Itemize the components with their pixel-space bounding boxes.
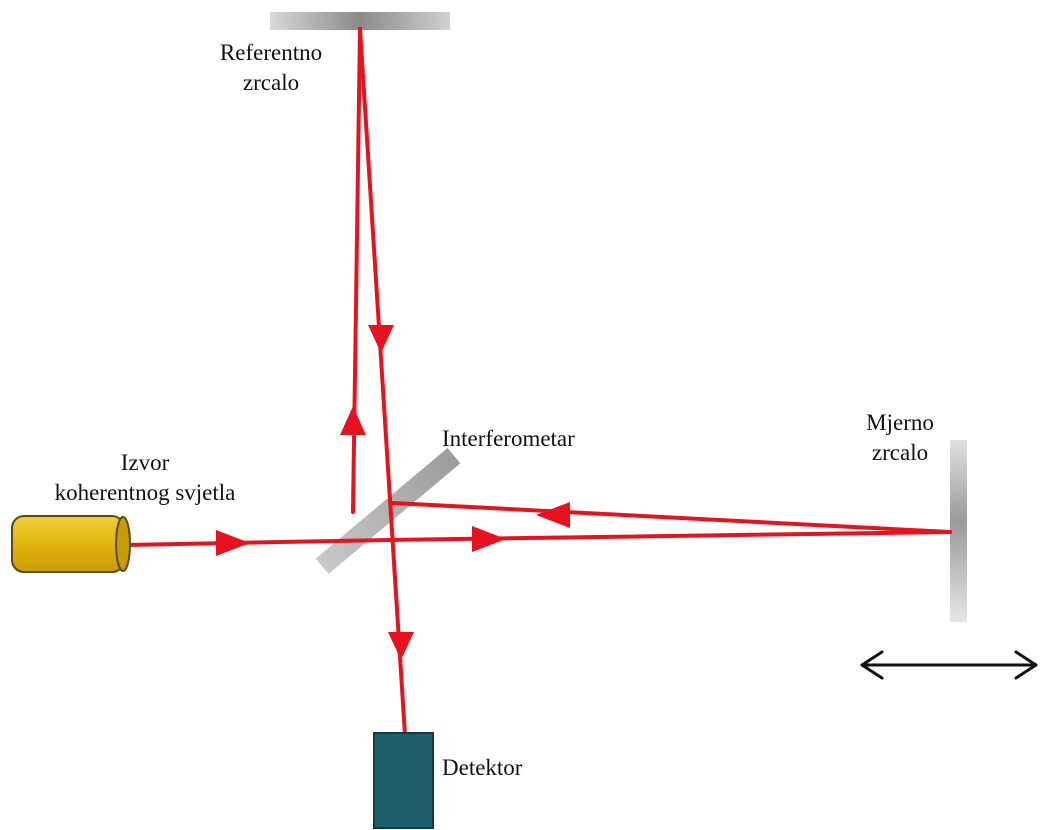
light-beams (123, 27, 952, 737)
interferometer-label: Interferometar (442, 426, 575, 451)
reference-mirror (270, 12, 450, 30)
reference-mirror-label: Referentno zrcalo (196, 38, 346, 98)
light-source-label-line2: koherentnog svjetla (54, 480, 236, 505)
beam-direction-arrows (216, 325, 570, 660)
beam-measuring-mirror-return (391, 501, 952, 534)
detector-label: Detektor (442, 755, 523, 780)
arrow-right-icon (216, 530, 250, 556)
double-arrow-horizontal-icon (860, 650, 1038, 680)
arrow-down-icon (368, 325, 394, 353)
measuring-mirror-label: Mjerno zrcalo (848, 408, 952, 468)
arrow-right-icon (472, 526, 506, 552)
beam-source-to-splitter (123, 538, 390, 547)
measuring-mirror (950, 440, 967, 622)
reference-mirror-label-line1: Referentno (219, 40, 323, 65)
arrow-down-icon (388, 632, 414, 660)
measuring-mirror-label-line1: Mjerno (866, 410, 934, 435)
beam-splitter-to-reference-mirror (351, 27, 362, 514)
arrow-left-icon (536, 502, 570, 528)
light-source-label-line1: Izvor (120, 450, 170, 475)
beam-reference-mirror-return (358, 27, 407, 737)
light-source-label: Izvor koherentnog svjetla (20, 448, 270, 508)
light-source (11, 515, 131, 573)
detector-box (373, 732, 434, 829)
measuring-mirror-label-line2: zrcalo (871, 440, 929, 465)
reference-mirror-label-line2: zrcalo (242, 70, 300, 95)
arrow-up-icon (340, 406, 366, 435)
